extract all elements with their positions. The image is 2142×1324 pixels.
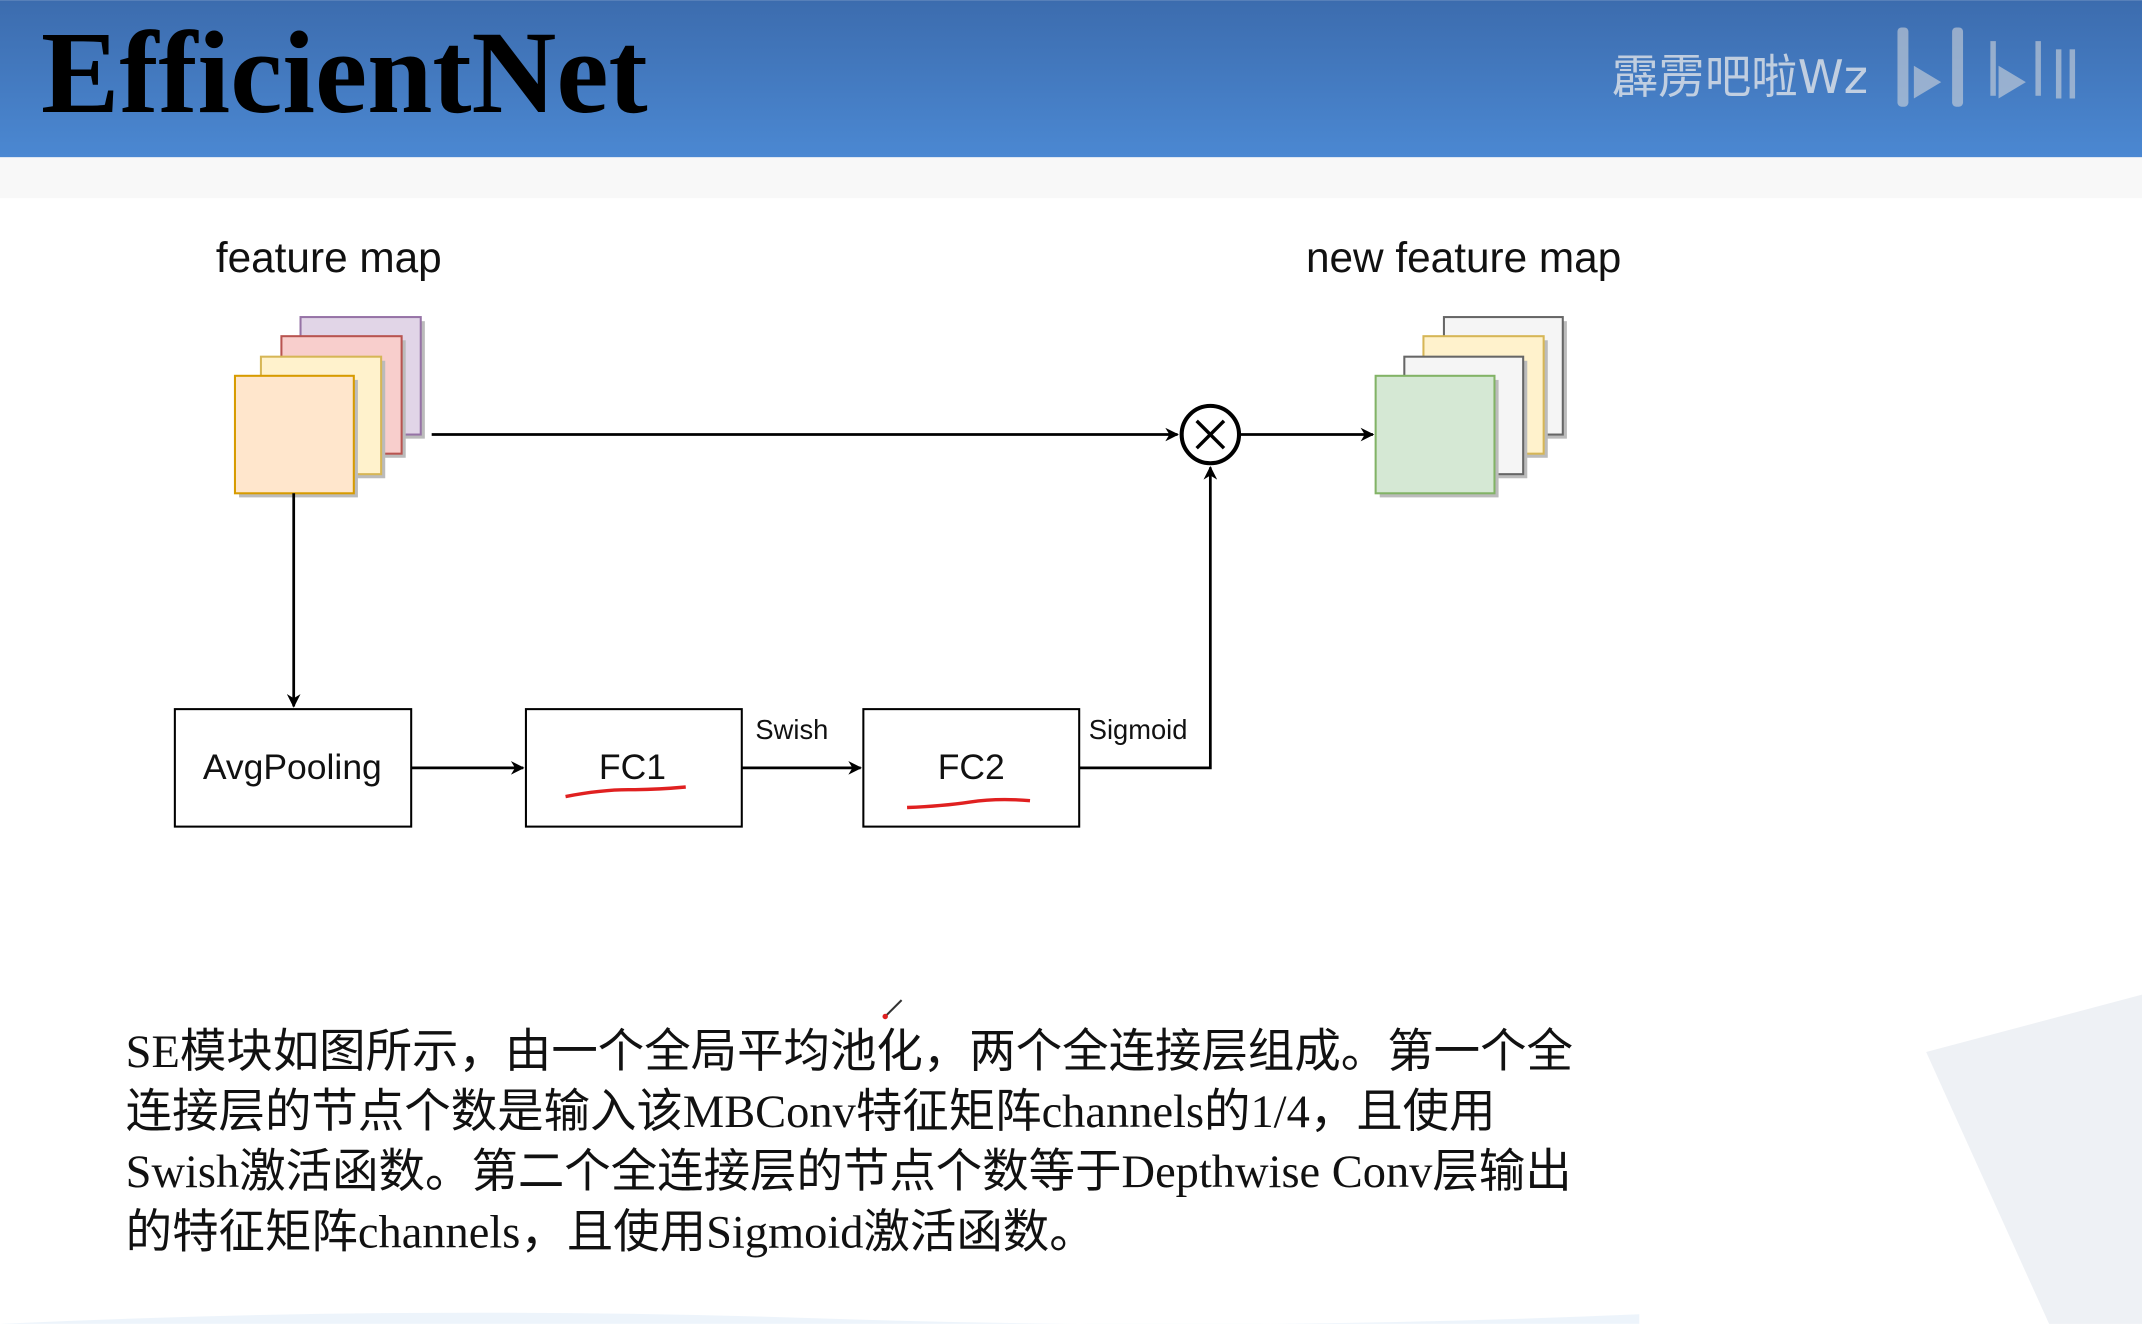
sigmoid-label: Sigmoid: [1089, 714, 1188, 745]
sigmoid-arrow: [1079, 465, 1218, 770]
header-bar: [0, 0, 2142, 158]
output-feature-map-label: new feature map: [1306, 234, 1621, 281]
svg-text:的特征矩阵channels，且使用Sigmoid激活函数。: 的特征矩阵channels，且使用Sigmoid激活函数。: [126, 1207, 1096, 1258]
red-underline-annotation: [907, 797, 1031, 810]
input-feature-map: [233, 316, 425, 498]
background-decoration: [1926, 994, 2142, 1324]
svg-text:Swish激活函数。第二个全连接层的节点个数等于Depthw: Swish激活函数。第二个全连接层的节点个数等于Depthwise Conv层输…: [126, 1146, 1572, 1198]
svg-text:连接层的节点个数是输入该MBConv特征矩阵channels: 连接层的节点个数是输入该MBConv特征矩阵channels的1/4，且使用: [126, 1087, 1496, 1138]
svg-text:FC2: FC2: [938, 747, 1005, 787]
output-feature-map: [1374, 316, 1567, 498]
input-feature-map-label: feature map: [216, 234, 442, 281]
slide-title: EfficientNet: [41, 8, 648, 138]
multiply-node: [1179, 403, 1242, 466]
pen-cursor-icon: [882, 999, 903, 1020]
fc2-node: FC2: [862, 708, 1081, 828]
avgpooling-node: AvgPooling: [173, 708, 413, 828]
swish-label: Swish: [755, 714, 828, 745]
description-paragraph: SE模块如图所示，由一个全局平均池化，两个全连接层组成。第一个全 连接层的节点个…: [126, 1026, 1573, 1258]
bilibili-logo-icon: [1897, 27, 2076, 107]
svg-text:SE模块如图所示，由一个全局平均池化，两个全连接层组成。第一: SE模块如图所示，由一个全局平均池化，两个全连接层组成。第一个全: [126, 1026, 1573, 1078]
svg-text:FC1: FC1: [599, 747, 666, 787]
svg-text:AvgPooling: AvgPooling: [203, 747, 382, 787]
red-underline-annotation: [565, 785, 686, 799]
fc1-node: FC1: [524, 708, 743, 828]
watermark-text: 霹雳吧啦Wz: [1612, 50, 1868, 104]
